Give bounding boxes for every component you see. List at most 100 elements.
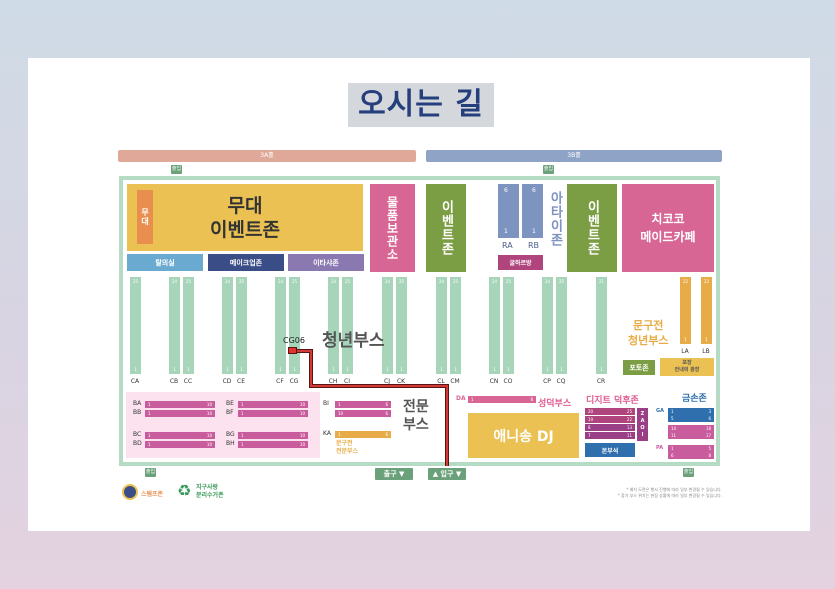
itasha-zone[interactable]: 이타샤존 — [288, 254, 364, 271]
column-bottom-number: 1 — [493, 367, 496, 372]
geumson-block-start: 6 — [671, 453, 674, 458]
rest-room[interactable]: 탈의실 — [127, 254, 203, 271]
maid-cafe-line2: 메이드카페 — [640, 230, 696, 244]
geumson-row-label: PA — [656, 445, 664, 451]
rb-bottom-number: 1 — [532, 228, 536, 235]
row-label: BD — [133, 440, 142, 447]
title-background — [348, 83, 494, 127]
event-zone-left[interactable]: 이벤트존 — [426, 184, 466, 272]
entrance-button[interactable]: ▲ 입구 ▼ — [428, 468, 466, 480]
photo-zone[interactable]: 포토존 — [623, 360, 655, 375]
exit-button[interactable]: 출구 ▼ — [375, 468, 413, 480]
row-label: BI — [323, 400, 329, 407]
digital-label: 디지트 덕후존 — [586, 396, 639, 406]
goods-room[interactable]: 굴하르방 — [498, 255, 543, 270]
row-start-number: 1 — [471, 397, 474, 402]
pro-booth-label: 전문 부스 — [403, 398, 429, 434]
column-bottom-number: 1 — [507, 367, 510, 372]
stage-side-label: 무대 — [137, 190, 153, 244]
row-start-number: 1 — [241, 442, 244, 447]
column-bottom-number: 1 — [705, 337, 708, 342]
maid-cafe-zone[interactable]: 치코코 메이드카페 — [622, 184, 714, 272]
row-start-number: 1 — [148, 433, 151, 438]
maid-cafe-line1: 치코코 — [651, 212, 685, 226]
pro-booth-line2: 부스 — [403, 417, 429, 433]
marker-booth[interactable] — [288, 347, 297, 354]
locker-zone[interactable]: 물품보관소 — [370, 184, 415, 272]
anime-zone[interactable]: 아타이존 — [547, 191, 563, 247]
headquarters[interactable]: 본부석 — [585, 443, 635, 457]
row-label: BA — [133, 400, 142, 407]
stage-event-zone[interactable]: 무대 무대 이벤트존 — [127, 184, 363, 251]
pojang-zone[interactable]: 포장 안내의 광장 — [660, 358, 714, 376]
column-top-number: 25 — [452, 279, 459, 284]
column-top-number: 24 — [330, 279, 337, 284]
zaoi-block[interactable]: ZAOI — [637, 408, 648, 441]
makeup-zone[interactable]: 메이크업존 — [208, 254, 284, 271]
ka-sub-label: 문구전 전문부스 — [336, 440, 358, 456]
column-label: CD — [222, 378, 232, 385]
column-top-number: 24 — [171, 279, 178, 284]
recycle-line2: 분리수거존 — [196, 492, 224, 499]
column-bottom-number: 1 — [546, 367, 549, 372]
page-title: 오시는 길 — [358, 87, 484, 122]
column-label: CN — [489, 378, 499, 385]
anisong-dj-zone[interactable]: 애니송 DJ — [468, 413, 579, 458]
mungujeon-label: 문구전 청년부스 — [628, 318, 668, 348]
booth-column-cb[interactable]: 24 1 — [169, 277, 180, 374]
row-end-number: 6 — [385, 402, 388, 407]
row-start-number: 1 — [241, 411, 244, 416]
column-bottom-number: 1 — [279, 367, 282, 372]
door-tag-bottom-left: 출입 — [145, 468, 156, 477]
column-top-number: 25 — [185, 279, 192, 284]
event-zone-right[interactable]: 이벤트존 — [567, 184, 617, 272]
mungujeon-line2: 청년부스 — [628, 334, 669, 347]
geumson-block-start: 11 — [671, 433, 677, 438]
column-bottom-number: 1 — [173, 367, 176, 372]
ra-rb-block[interactable]: 6 6 1 1 — [498, 184, 543, 238]
hall-frame — [119, 176, 720, 466]
column-label: CM — [450, 378, 460, 385]
